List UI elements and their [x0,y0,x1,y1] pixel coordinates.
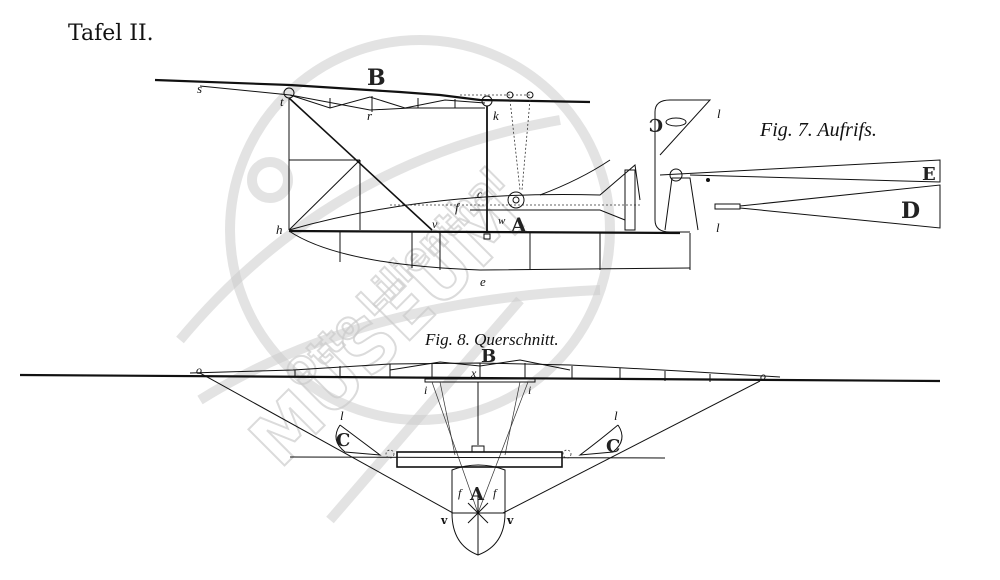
label-A-fig8: A [469,484,485,505]
label-k: k [493,108,499,123]
fig8-cross-section: Fig. 8. Querschnitt. o o B x i i l l C C [19,330,941,556]
fig7-elevation: s t B r k h v c f w A e l l C E D Fig. 7… [154,65,941,289]
fig7-caption: Fig. 7. Aufrifs. [759,119,877,141]
label-o-right: o [760,369,766,383]
label-i-left: i [424,383,427,397]
label-B-fig8: B [481,346,496,367]
label-l-bottom: l [716,220,720,235]
label-l-top: l [717,106,721,121]
label-i-right: i [528,383,531,397]
label-h: h [276,222,283,237]
label-f-right: f [493,486,498,500]
label-f: f [455,200,461,215]
label-A: A [510,213,527,237]
fig8-caption: Fig. 8. Querschnitt. [424,330,559,349]
label-w: w [498,215,506,227]
label-t: t [280,94,284,109]
label-r: r [367,108,373,123]
label-v-right: v [506,514,514,527]
label-C-right: C [606,436,620,457]
label-s: s [197,81,202,96]
label-o-left: o [196,363,202,377]
label-c: c [477,187,483,201]
label-v-left: v [440,514,448,527]
label-l-left: l [340,408,344,423]
label-E: E [922,164,936,185]
plate-title: Tafel II. [68,21,154,46]
label-e: e [480,274,486,289]
label-C-left: C [336,430,350,451]
label-l-right: l [614,408,618,423]
label-C: C [649,114,663,135]
label-D: D [901,198,920,224]
label-f-left: f [458,486,463,500]
label-v: v [432,217,438,231]
label-B: B [367,65,386,91]
label-x: x [470,366,477,380]
museum-watermark: MUSEUM Otto Lilienthal [176,35,615,524]
